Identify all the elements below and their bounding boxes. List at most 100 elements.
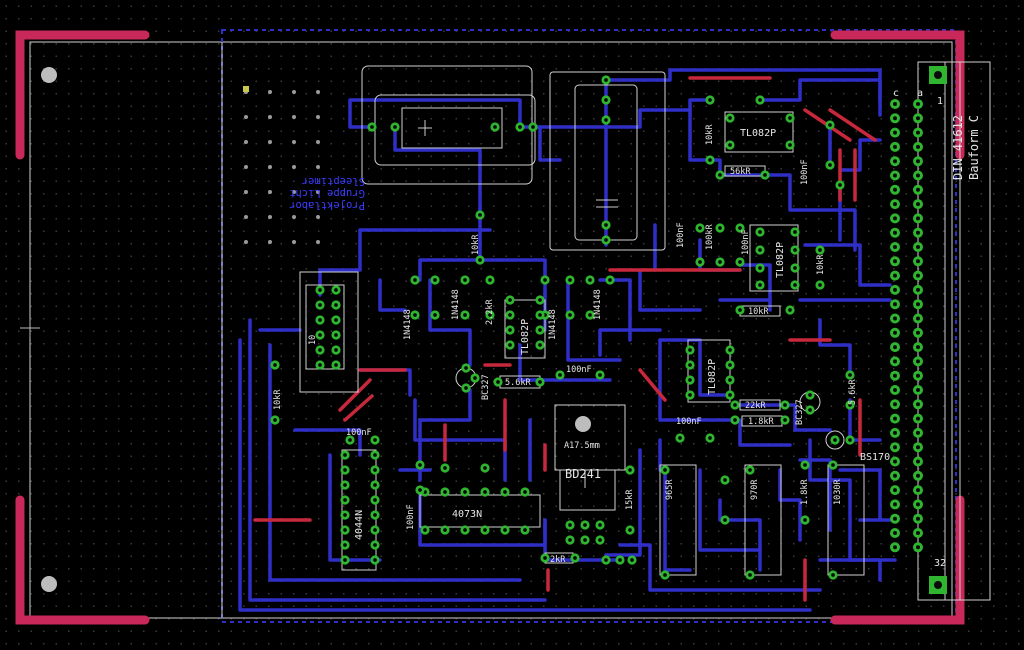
- pad-hole: [733, 403, 737, 407]
- pad-hole: [738, 260, 742, 264]
- connector-form: Bauform C: [967, 115, 981, 180]
- pad-hole: [508, 343, 512, 347]
- pad-hole: [618, 558, 622, 562]
- pad-hole: [916, 230, 920, 235]
- pad-hole: [343, 483, 347, 487]
- pad-hole: [543, 556, 547, 560]
- pad-hole: [763, 173, 767, 177]
- pad-hole: [538, 328, 542, 332]
- pad-hole: [483, 528, 487, 532]
- pad-hole: [916, 330, 920, 335]
- pad-hole: [718, 226, 722, 230]
- pad-hole: [916, 402, 920, 407]
- cap-label: 100nF: [566, 365, 592, 375]
- pad-hole: [373, 528, 377, 532]
- pad-hole: [598, 373, 602, 377]
- pad-hole: [916, 445, 920, 450]
- pad-hole: [803, 463, 807, 467]
- pad-hole: [663, 468, 667, 472]
- ic-label: TL082P: [740, 128, 776, 139]
- pad-hole: [818, 248, 822, 252]
- pad-hole: [893, 259, 897, 264]
- pad-hole: [708, 158, 712, 162]
- pad-hole: [463, 313, 467, 317]
- cap-label: 100nF: [406, 504, 416, 530]
- pad-hole: [916, 545, 920, 550]
- pad-hole: [318, 348, 322, 352]
- pad-hole: [893, 202, 897, 207]
- pad-hole: [273, 418, 277, 422]
- resistor-label: 2kR: [550, 555, 566, 565]
- pad-hole: [893, 373, 897, 378]
- pad-hole: [793, 230, 797, 234]
- pad-hole: [413, 313, 417, 317]
- pad-hole: [916, 345, 920, 350]
- pad-hole: [588, 278, 592, 282]
- pad-hole: [916, 173, 920, 178]
- pad-hole: [893, 287, 897, 292]
- pad-hole: [783, 418, 787, 422]
- pad-hole: [568, 278, 572, 282]
- pad-hole: [733, 418, 737, 422]
- pad-hole: [916, 144, 920, 149]
- pad-hole: [893, 216, 897, 221]
- pad-hole: [370, 125, 374, 129]
- pad-hole: [598, 523, 602, 527]
- pad-hole: [523, 528, 527, 532]
- pad-hole: [688, 378, 692, 382]
- pad-hole: [343, 498, 347, 502]
- pad-hole: [893, 230, 897, 235]
- resistor-label: 10kR: [705, 124, 715, 145]
- pad-hole: [628, 468, 632, 472]
- pad-hole: [334, 303, 338, 307]
- pad-hole: [608, 278, 612, 282]
- pad-hole: [698, 226, 702, 230]
- component-labels: Projektlabor Gruppe Licht Sleeptimer DIN…: [273, 88, 981, 569]
- top-layer-traces: [253, 76, 877, 602]
- pad-hole: [523, 490, 527, 494]
- pad-hole: [788, 143, 792, 147]
- pad-hole: [758, 283, 762, 287]
- pad-hole: [508, 313, 512, 317]
- connector-mount-hole: [934, 581, 942, 589]
- pad-hole: [916, 202, 920, 207]
- pad-hole: [604, 118, 608, 122]
- pad-hole: [848, 403, 852, 407]
- pad-hole: [318, 318, 322, 322]
- connector-label: 10: [308, 335, 318, 345]
- pad-hole: [348, 438, 352, 442]
- pad-hole: [748, 468, 752, 472]
- pad-hole: [828, 163, 832, 167]
- pad-hole: [373, 483, 377, 487]
- pad-hole: [723, 518, 727, 522]
- pad-hole: [828, 123, 832, 127]
- pad-hole: [373, 453, 377, 457]
- pad-hole: [723, 478, 727, 482]
- pad-hole: [628, 528, 632, 532]
- connector-pin-last: 32: [934, 558, 946, 569]
- pad-hole: [708, 436, 712, 440]
- pad-hole: [373, 498, 377, 502]
- pad-hole: [758, 230, 762, 234]
- pad-hole: [423, 528, 427, 532]
- pad-hole: [573, 556, 577, 560]
- pad-hole: [718, 173, 722, 177]
- pad-hole: [916, 516, 920, 521]
- pad-hole: [916, 502, 920, 507]
- pad-hole: [334, 288, 338, 292]
- cap-label: 100nF: [346, 428, 372, 438]
- pad-hole: [688, 363, 692, 367]
- diode-label: 1N4148: [548, 309, 558, 340]
- pad-hole: [583, 523, 587, 527]
- diode-label: 1N4148: [593, 289, 603, 320]
- pad-hole: [496, 380, 500, 384]
- pad-hole: [334, 318, 338, 322]
- pad-hole: [758, 248, 762, 252]
- pad-hole: [373, 513, 377, 517]
- pad-hole: [728, 378, 732, 382]
- pad-hole: [893, 116, 897, 121]
- pad-hole: [893, 302, 897, 307]
- pad-hole: [318, 363, 322, 367]
- pad-hole: [793, 248, 797, 252]
